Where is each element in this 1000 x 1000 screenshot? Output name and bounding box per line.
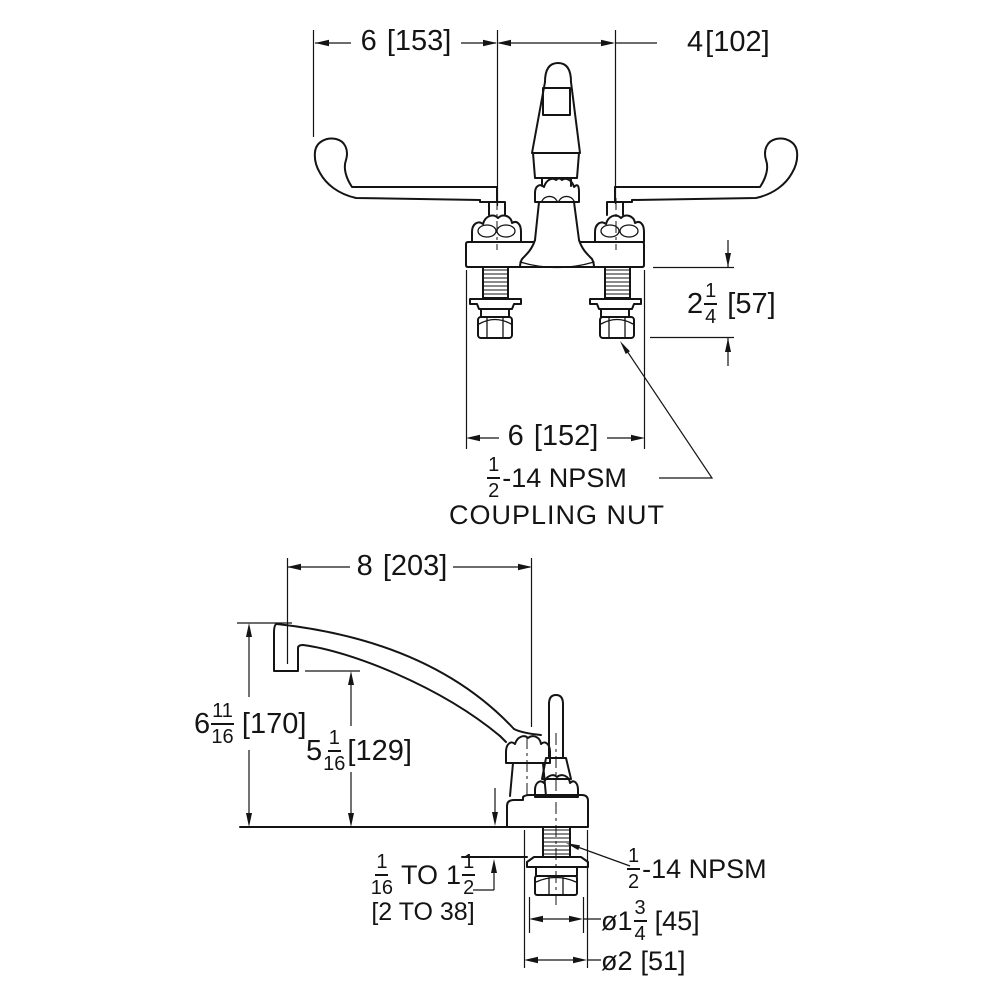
dim-deck-to-nut: 2 1 4 [57]: [687, 280, 776, 328]
dim-deck-thickness-range: 1 16 TO 1 1 2 [2 TO 38]: [370, 851, 476, 926]
dim-handle-centers: 4 [102]: [687, 26, 770, 58]
dim-base-diameter: ø2 [51]: [601, 946, 686, 976]
thread-leader: [579, 848, 630, 867]
faucet-base-side: [507, 795, 588, 827]
fraction: 1 2: [487, 454, 501, 502]
dim-handle-length: 6 [153]: [360, 25, 452, 57]
fraction: 1 16: [370, 851, 394, 899]
fraction: 1 16: [323, 727, 346, 775]
spout-side: [274, 624, 541, 742]
left-handle-front: [315, 139, 521, 242]
left-shank-front: [470, 267, 521, 338]
fraction: 3 4: [633, 897, 647, 945]
side-view-dimensions: [237, 558, 630, 968]
counter-deck-lines: [240, 827, 527, 857]
dim-spout-reach: 8 [203]: [356, 550, 448, 582]
right-shank-front: [590, 267, 641, 338]
fraction: 1 4: [704, 280, 718, 328]
centerlines-side: [527, 733, 556, 905]
side-view-faucet: [240, 624, 588, 905]
spout-front: [520, 63, 594, 268]
shank-side: [527, 827, 588, 895]
dim-shank-spread: 6 [152]: [507, 420, 599, 452]
coupling-nut-leader: [623, 345, 712, 478]
front-view-faucet: [315, 63, 797, 338]
shank-thread-note: 1 2 -14 NPSM: [627, 845, 767, 893]
right-handle-front: [595, 139, 797, 242]
fraction: 1 2: [462, 851, 476, 899]
dim-flange-diameter: ø1 3 4 [45]: [601, 897, 700, 945]
valve-bonnet-side: [506, 736, 550, 796]
deck-body: [466, 242, 644, 267]
dim-outlet-height: 5 1 16 [129]: [306, 727, 412, 775]
handle-lever-side: [535, 695, 578, 797]
dim-spout-height: 6 11 16 [170]: [194, 700, 307, 748]
fraction: 1 2: [627, 845, 641, 893]
fraction: 11 16: [211, 700, 234, 748]
front-view-dimensions: [314, 30, 735, 478]
coupling-nut-note: 1 2 -14 NPSM COUPLING NUT: [448, 454, 666, 530]
valve-centerlines-front: [497, 198, 616, 250]
